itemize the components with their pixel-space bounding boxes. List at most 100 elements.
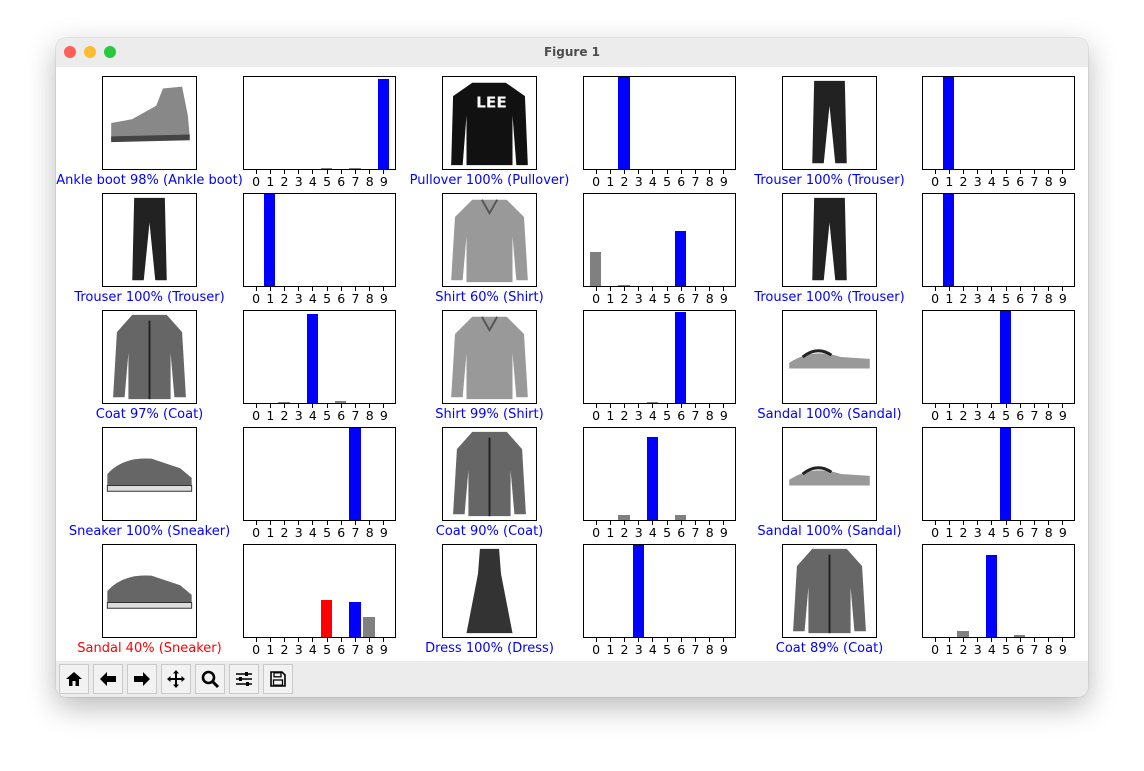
probability-bar-chart xyxy=(583,310,736,404)
x-tick-label: 4 xyxy=(648,291,657,306)
x-tick-mark xyxy=(977,170,979,174)
bar-class-7 xyxy=(349,602,361,637)
x-tick-mark xyxy=(1033,521,1035,525)
window-title: Figure 1 xyxy=(543,45,601,59)
clothing-image xyxy=(782,544,877,638)
x-tick-label: 7 xyxy=(691,525,700,540)
home-button[interactable] xyxy=(59,664,89,694)
save-button[interactable] xyxy=(263,664,293,694)
back-button[interactable] xyxy=(93,664,123,694)
x-tick-mark xyxy=(369,521,371,525)
x-tick-mark xyxy=(638,404,640,408)
x-tick-mark xyxy=(638,170,640,174)
bar-class-2 xyxy=(618,77,630,169)
shirt-image xyxy=(451,199,528,283)
x-tick-mark xyxy=(326,521,328,525)
x-tick-mark xyxy=(963,521,965,525)
x-tick-label: 5 xyxy=(1002,642,1011,657)
x-tick-mark xyxy=(934,521,936,525)
x-tick-mark xyxy=(977,287,979,291)
bar-class-6 xyxy=(335,401,347,403)
prediction-label: Coat 90% (Coat) xyxy=(435,524,544,539)
x-tick-label: 0 xyxy=(592,525,601,540)
probability-bar-chart xyxy=(243,76,396,170)
probability-bar-chart xyxy=(583,193,736,287)
configure-subplots-button[interactable] xyxy=(229,664,259,694)
x-tick-label: 9 xyxy=(719,174,728,189)
probability-bar-chart xyxy=(922,427,1075,521)
x-tick-mark xyxy=(595,638,597,642)
x-tick-mark xyxy=(383,521,385,525)
x-tick-mark xyxy=(624,521,626,525)
bar-class-2 xyxy=(618,285,630,286)
x-tick-label: 6 xyxy=(677,408,686,423)
x-tick-mark xyxy=(312,638,314,642)
x-tick-mark xyxy=(709,404,711,408)
x-tick-label: 9 xyxy=(719,642,728,657)
prediction-label: Pullover 100% (Pullover) xyxy=(409,173,570,188)
probability-bar-chart xyxy=(243,544,396,638)
x-tick-mark xyxy=(680,521,682,525)
x-tick-mark xyxy=(709,287,711,291)
maximize-button[interactable] xyxy=(104,46,116,58)
x-tick-label: 3 xyxy=(634,174,643,189)
prediction-label: Trouser 100% (Trouser) xyxy=(754,290,905,305)
x-tick-mark xyxy=(652,404,654,408)
clothing-image xyxy=(102,76,197,170)
x-tick-label: 3 xyxy=(973,642,982,657)
x-tick-label: 0 xyxy=(931,408,940,423)
x-tick-label: 3 xyxy=(634,525,643,540)
x-tick-label: 5 xyxy=(663,525,672,540)
x-tick-label: 8 xyxy=(365,408,374,423)
prediction-label: Sandal 40% (Sneaker) xyxy=(77,641,222,656)
x-tick-mark xyxy=(1005,404,1007,408)
x-tick-mark xyxy=(624,170,626,174)
x-tick-label: 9 xyxy=(379,525,388,540)
x-tick-label: 2 xyxy=(959,291,968,306)
x-tick-label: 3 xyxy=(634,642,643,657)
x-tick-label: 3 xyxy=(973,174,982,189)
x-tick-label: 0 xyxy=(592,642,601,657)
x-tick-label: 4 xyxy=(987,291,996,306)
x-tick-mark xyxy=(948,404,950,408)
x-tick-label: 1 xyxy=(606,174,615,189)
x-tick-mark xyxy=(298,170,300,174)
prediction-label: Shirt 60% (Shirt) xyxy=(435,290,544,305)
x-tick-label: 7 xyxy=(1030,642,1039,657)
shirt-image xyxy=(451,316,528,400)
x-tick-mark xyxy=(269,521,271,525)
x-tick-label: 8 xyxy=(365,291,374,306)
bar-class-2 xyxy=(278,402,290,403)
x-tick-mark xyxy=(694,170,696,174)
coat-image xyxy=(453,431,526,517)
x-tick-label: 9 xyxy=(1058,408,1067,423)
zoom-button[interactable] xyxy=(195,664,225,694)
x-tick-mark xyxy=(312,287,314,291)
x-tick-mark xyxy=(694,521,696,525)
forward-button[interactable] xyxy=(127,664,157,694)
x-tick-mark xyxy=(694,287,696,291)
x-tick-mark xyxy=(934,638,936,642)
pan-button[interactable] xyxy=(161,664,191,694)
x-tick-mark xyxy=(723,404,725,408)
clothing-image xyxy=(782,76,877,170)
x-tick-label: 2 xyxy=(280,525,289,540)
minimize-button[interactable] xyxy=(84,46,96,58)
x-tick-mark xyxy=(255,404,257,408)
close-button[interactable] xyxy=(64,46,76,58)
clothing-image: LEE xyxy=(442,76,537,170)
x-tick-label: 6 xyxy=(1016,408,1025,423)
x-tick-mark xyxy=(652,287,654,291)
x-tick-label: 4 xyxy=(308,525,317,540)
x-tick-mark xyxy=(340,404,342,408)
x-tick-label: 4 xyxy=(648,642,657,657)
x-tick-label: 6 xyxy=(677,642,686,657)
x-tick-label: 2 xyxy=(280,408,289,423)
x-tick-label: 3 xyxy=(294,174,303,189)
x-tick-mark xyxy=(255,638,257,642)
probability-bar-chart xyxy=(243,427,396,521)
x-tick-label: 5 xyxy=(663,408,672,423)
x-tick-mark xyxy=(609,287,611,291)
x-tick-label: 8 xyxy=(1044,174,1053,189)
x-tick-mark xyxy=(963,170,965,174)
